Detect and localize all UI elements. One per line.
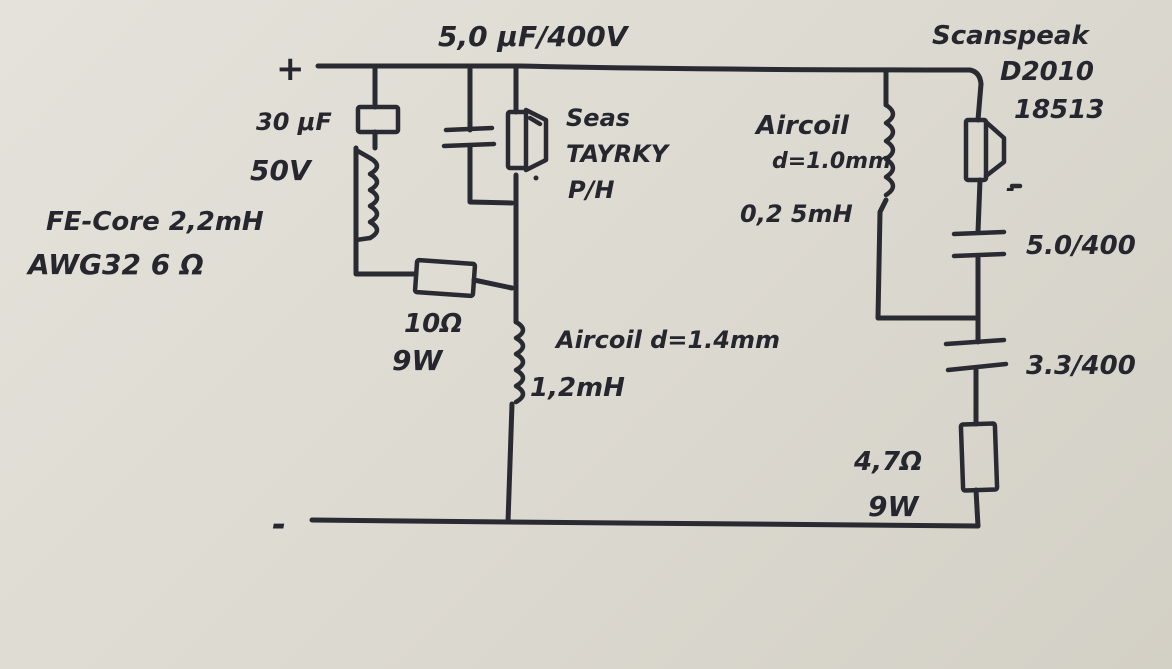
inductor-fe-core (353, 147, 380, 243)
woofer-scanspeak (963, 117, 1023, 189)
label-inductor-left-2: AWG32 6 Ω (26, 248, 204, 281)
wire-left-branch (353, 63, 515, 291)
label-tweeter-1: Seas (566, 104, 630, 132)
label-resistor-left-1: 10Ω (404, 309, 462, 339)
label-coil-mid-1: Aircoil d=1.4mm (554, 326, 780, 354)
label-resistor-right-1: 4,7Ω (853, 447, 922, 477)
label-resistor-left-2: 9W (392, 344, 443, 377)
wire-right-coil-branch (875, 67, 981, 321)
resistor-4-7ohm (958, 421, 1000, 493)
label-cap-left-value: 30 μF (256, 108, 332, 136)
wires (309, 63, 984, 529)
label-cap-top: 5,0 μF/400V (438, 20, 630, 53)
label-coil-right-1: Aircoil (754, 111, 850, 141)
labels: + - 5,0 μF/400V 30 μF 50V FE-Core 2,2mH … (26, 20, 1136, 545)
label-cap-right-2: 3.3/400 (1026, 351, 1136, 381)
inductor-aircoil-right (883, 102, 896, 198)
label-tweeter-2: TAYRKY (566, 140, 671, 168)
inductor-aircoil-mid (513, 319, 526, 405)
label-woofer-minus: - (1006, 177, 1015, 202)
capacitor-5uf-center (441, 125, 497, 149)
label-cap-right-1: 5.0/400 (1026, 231, 1136, 261)
label-cap-left-voltage: 50V (250, 154, 313, 187)
capacitor-30uf (355, 104, 401, 135)
wire-center-cap-branch (467, 63, 515, 206)
label-minus: - (272, 505, 286, 545)
tweeter-seas (505, 107, 549, 181)
label-coil-mid-2: 1,2mH (530, 373, 625, 403)
label-tweeter-3: P/H (568, 176, 614, 204)
label-woofer-1: Scanspeak (932, 21, 1090, 51)
capacitor-5uf-right (951, 229, 1007, 259)
capacitor-3-3uf-right (943, 337, 1009, 373)
label-coil-right-2: d=1.0mm (772, 149, 891, 174)
wire-right-woofer-branch (973, 81, 984, 529)
label-coil-right-3: 0,2 5mH (740, 200, 853, 228)
label-inductor-left-1: FE-Core 2,2mH (46, 207, 264, 237)
label-plus: + (276, 49, 305, 89)
wire-center-trunk (505, 63, 519, 525)
wire-top-rail (315, 63, 984, 87)
wire-bottom-rail (309, 517, 981, 529)
label-woofer-2: D2010 (1000, 57, 1094, 87)
resistor-10ohm (412, 257, 478, 299)
label-resistor-right-2: 9W (868, 490, 919, 523)
label-woofer-3: 18513 (1014, 95, 1104, 125)
